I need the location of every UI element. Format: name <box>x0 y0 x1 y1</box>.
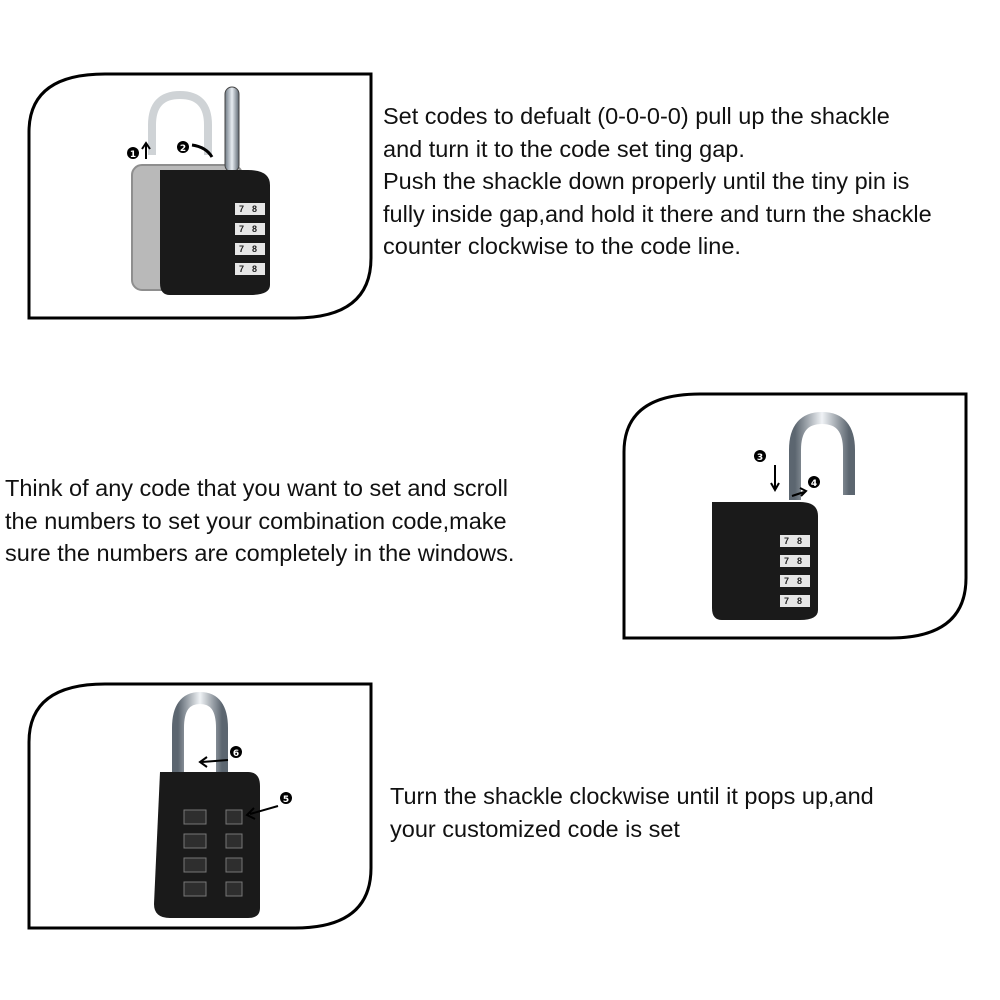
step-marker-5: 5 <box>283 795 289 805</box>
arrow-icon <box>191 143 214 158</box>
text-line: Set codes to defualt (0-0-0-0) pull up t… <box>383 103 890 129</box>
dial-digit: 8 <box>252 224 257 234</box>
step-marker-3: 3 <box>757 453 763 463</box>
text-line: the numbers to set your combination code… <box>5 507 507 534</box>
dial-digit: 8 <box>797 536 802 546</box>
arrow-icon <box>141 141 151 159</box>
step3-panel: 6 5 <box>25 680 375 932</box>
text-line: fully inside gap,and hold it there and t… <box>383 200 932 227</box>
text-line: counter clockwise to the code line. <box>383 233 741 259</box>
step3-frame-border <box>27 682 373 930</box>
text-line: Turn the shackle clockwise until it pops… <box>390 783 874 809</box>
padlock-locked-icon: 6 5 <box>154 691 292 918</box>
step2-frame-border <box>622 392 968 640</box>
arrow-icon <box>791 487 808 497</box>
step1-panel: 7 8 7 8 7 8 7 8 1 2 <box>25 70 375 322</box>
step-marker-4: 4 <box>811 479 817 489</box>
dial-digit: 8 <box>252 264 257 274</box>
dial-digit: 7 <box>784 576 789 586</box>
dial-digit: 8 <box>252 204 257 214</box>
text-line: Think of any code that you want to set a… <box>5 475 508 501</box>
dial-digit: 8 <box>797 556 802 566</box>
dial-digit: 7 <box>784 596 789 606</box>
dial-digit: 8 <box>797 576 802 586</box>
padlock-closed-icon: 7 8 7 8 7 8 7 8 1 2 <box>127 86 270 295</box>
dial-digit: 8 <box>252 244 257 254</box>
dial-digit: 7 <box>784 536 789 546</box>
dial-digit: 7 <box>239 244 244 254</box>
text-line: Push the shackle down properly until the… <box>383 168 910 194</box>
step2-instructions: Think of any code that you want to set a… <box>5 472 514 570</box>
step1-instructions: Set codes to defualt (0-0-0-0) pull up t… <box>383 100 932 263</box>
dial-digit: 7 <box>239 204 244 214</box>
text-line: your customized code is set <box>390 815 680 842</box>
step-marker-2: 2 <box>180 144 186 154</box>
padlock-open-icon: 7 8 7 8 7 8 7 8 3 4 <box>712 411 855 620</box>
arrow-icon <box>770 465 780 493</box>
step-marker-1: 1 <box>130 150 136 160</box>
dial-digit: 7 <box>784 556 789 566</box>
text-line: sure the numbers are completely in the w… <box>5 540 515 566</box>
dial-digit: 7 <box>239 264 244 274</box>
dial-digit: 8 <box>797 596 802 606</box>
text-line: and turn it to the code set ting gap. <box>383 135 745 162</box>
step2-panel: 7 8 7 8 7 8 7 8 3 4 <box>620 390 970 642</box>
step-marker-6: 6 <box>233 749 239 759</box>
dial-digit: 7 <box>239 224 244 234</box>
step3-instructions: Turn the shackle clockwise until it pops… <box>390 780 874 845</box>
arrow-icon <box>198 756 229 768</box>
step1-frame-border <box>27 72 373 320</box>
arrow-icon <box>245 805 279 820</box>
